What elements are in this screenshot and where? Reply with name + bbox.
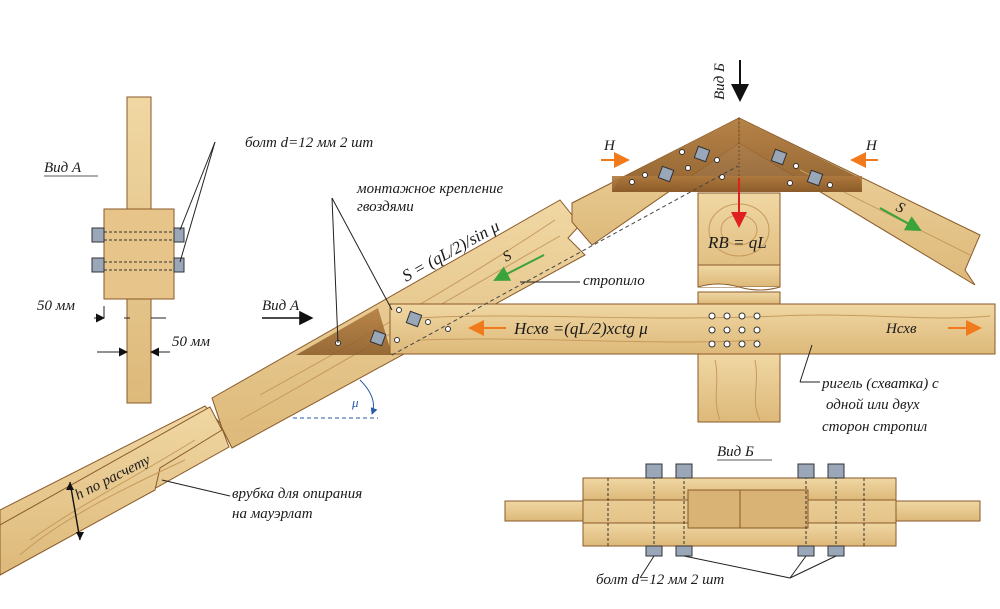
force-s-left-arrow — [493, 254, 545, 281]
post-nail-grid — [708, 312, 761, 348]
view-b-detail — [504, 466, 981, 554]
reaction-label: RB = qL — [707, 233, 767, 252]
view-b-title: Вид Б — [717, 444, 754, 460]
notch-note-line2: на мауэрлат — [232, 506, 313, 522]
central-post — [697, 192, 781, 423]
dim-50-left: 50 мм — [37, 298, 75, 314]
h-dimension-line — [69, 481, 81, 541]
bolt-label-bottom: болт d=12 мм 2 шт — [596, 572, 724, 588]
view-a-title: Вид А — [44, 160, 82, 176]
label-h-tie-right: Hсхв — [885, 321, 917, 337]
view-a-detail — [91, 96, 216, 404]
bolt-icon — [369, 145, 824, 347]
force-s-right-arrow — [879, 207, 922, 231]
rafter-lower — [0, 405, 230, 576]
nail-dots — [335, 149, 833, 346]
dim-50-right: 50 мм — [172, 334, 210, 350]
rafter-label: стропило — [583, 273, 645, 289]
tie-note-line2: одной или двух — [826, 397, 920, 413]
ridge-collar — [612, 176, 862, 192]
nail-note-line1: монтажное крепление — [356, 181, 504, 197]
label-h-left: H — [603, 138, 616, 154]
bolt-icon — [645, 463, 845, 557]
view-b-arrow-label: Вид Б — [712, 63, 728, 100]
bolt-icon — [91, 227, 185, 273]
nail-note-line2: гвоздями — [357, 199, 414, 215]
angle-mu-label: μ — [351, 395, 359, 410]
label-h-right: H — [865, 138, 878, 154]
formula-h-tie: Hсхв =(qL/2)xctg μ — [513, 319, 648, 338]
angle-mu-arc — [359, 379, 378, 415]
view-a-clamp-block — [103, 208, 175, 300]
notch-note-line1: врубка для опирания — [232, 486, 362, 502]
tie-note-line3: сторон стропил — [822, 419, 928, 435]
bolt-label-top: болт d=12 мм 2 шт — [245, 135, 373, 151]
tie-note-line1: ригель (схватка) с — [821, 376, 939, 392]
view-a-arrow-label: Вид А — [262, 298, 300, 314]
